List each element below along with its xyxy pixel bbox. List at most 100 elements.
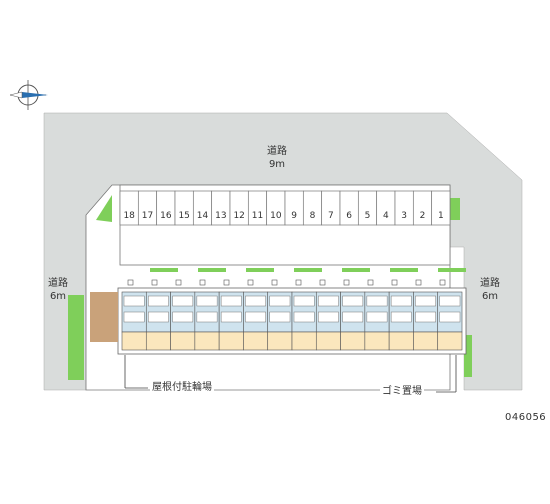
property-ref: 046056 (505, 412, 547, 423)
unit-room (342, 295, 364, 307)
unit-front (413, 331, 439, 351)
road-west-label: 道路 6m (38, 278, 78, 303)
bicycle-parking-label: 屋根付駐輪場 (150, 382, 214, 393)
hedge (390, 268, 418, 272)
road-east-label: 道路 6m (470, 278, 510, 303)
unit-room (245, 295, 266, 307)
meter-box (247, 279, 254, 286)
parking-stall-number: 1 (438, 211, 444, 221)
unit-room (220, 295, 242, 307)
unit-room (390, 311, 412, 323)
parking-stall-number: 8 (310, 211, 316, 221)
road-north-label: 道路 9m (255, 146, 299, 171)
parking-stall-number: 16 (160, 211, 172, 221)
unit-room (293, 311, 315, 323)
unit-front (170, 331, 196, 351)
garbage-label: ゴミ置場 (380, 386, 424, 397)
parking-stall-number: 14 (197, 211, 209, 221)
parking-stall-number: 18 (123, 211, 135, 221)
unit-room (245, 311, 266, 323)
unit-front (291, 331, 317, 351)
unit-room (415, 295, 436, 307)
parking-stall-number: 3 (401, 211, 407, 221)
unit-front (364, 331, 390, 351)
unit-front (121, 331, 147, 351)
unit-room (318, 311, 339, 323)
parking-stall-number: 10 (270, 211, 282, 221)
unit-room (293, 295, 315, 307)
meter-box (367, 279, 374, 286)
unit-room (439, 295, 461, 307)
parking-stall-number: 7 (328, 211, 334, 221)
unit-room (269, 295, 291, 307)
unit-room (123, 295, 145, 307)
road-north-name: 道路 (267, 146, 287, 157)
unit-room (196, 311, 218, 323)
parking-stall-number: 2 (420, 211, 426, 221)
hedge (294, 268, 322, 272)
unit-room (196, 295, 218, 307)
road-east-width: 6m (481, 290, 499, 302)
unit-front (315, 331, 341, 351)
meter-box (415, 279, 422, 286)
unit-room (366, 295, 388, 307)
unit-front (243, 331, 269, 351)
unit-room (220, 311, 242, 323)
meter-box (295, 279, 302, 286)
parking-stall-number: 15 (178, 211, 189, 221)
meter-box (151, 279, 158, 286)
hedge-row (127, 268, 466, 286)
meter-box (199, 279, 206, 286)
hedge (438, 268, 466, 272)
building-units (121, 291, 463, 351)
unit-room (366, 311, 388, 323)
hedge (198, 268, 226, 272)
meter-box (223, 279, 230, 286)
parking-stall-number: 11 (252, 211, 263, 221)
meter-box (343, 279, 350, 286)
unit-room (172, 311, 194, 323)
parking-stall-number: 4 (383, 211, 389, 221)
unit-room (318, 295, 339, 307)
parking-stall-number: 13 (215, 211, 226, 221)
parking-stall-number: 12 (233, 211, 244, 221)
parking-stall-number: 17 (142, 211, 153, 221)
unit-room (148, 311, 169, 323)
unit-room (123, 311, 145, 323)
road-west-name: 道路 (48, 278, 68, 289)
parking-stall (431, 190, 451, 226)
meter-box (127, 279, 134, 286)
unit-room (172, 295, 194, 307)
unit-front (340, 331, 366, 351)
meter-box (439, 279, 446, 286)
hedge (342, 268, 370, 272)
parking-stall-number: 9 (291, 211, 297, 221)
parking-stall-number: 6 (346, 211, 352, 221)
unit-front (267, 331, 293, 351)
road-north-width: 9m (268, 158, 286, 170)
road-west-width: 6m (49, 290, 67, 302)
unit-room (415, 311, 436, 323)
unit-room (390, 295, 412, 307)
green-strip-west (68, 295, 84, 380)
unit-front (145, 331, 171, 351)
meter-box (391, 279, 398, 286)
green-strip-nw (96, 195, 112, 222)
unit-room (342, 311, 364, 323)
meter-box (175, 279, 182, 286)
hedge (150, 268, 178, 272)
meter-box (271, 279, 278, 286)
unit-front (218, 331, 244, 351)
road-east-name: 道路 (480, 278, 500, 289)
unit-front (388, 331, 414, 351)
meter-box (319, 279, 326, 286)
parking-stalls: 18 17 16 15 14 13 12 11 10 9 8 7 6 5 4 3 2 1 (119, 190, 451, 226)
brick-area (90, 292, 118, 342)
parking-stall-number: 5 (365, 211, 371, 221)
unit-room (439, 311, 461, 323)
green-strip-east (464, 335, 472, 377)
unit-front (437, 331, 463, 351)
unit-front (194, 331, 220, 351)
